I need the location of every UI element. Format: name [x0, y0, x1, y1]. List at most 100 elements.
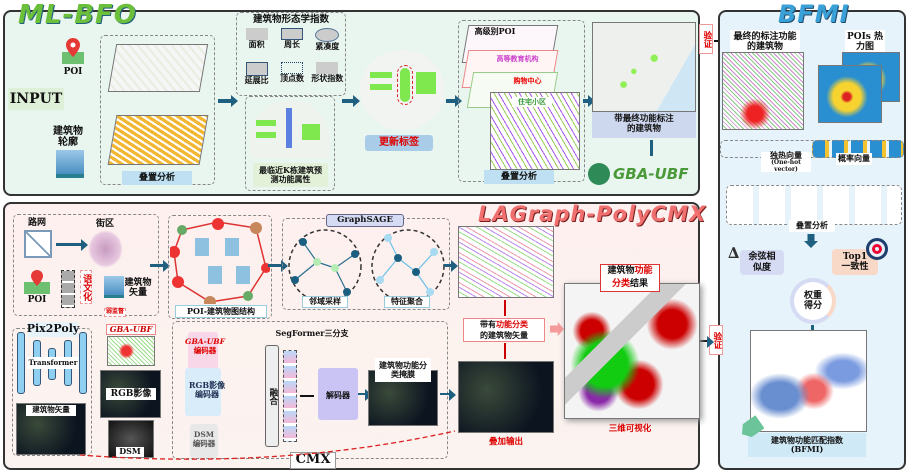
building-icon — [56, 150, 84, 178]
final-annotation-map — [722, 52, 804, 130]
building-icon — [104, 276, 124, 298]
morph-item: 形状指数 — [311, 62, 344, 94]
arrow — [300, 395, 314, 397]
morph-item: 延展比 — [240, 62, 273, 94]
arrow — [444, 260, 458, 272]
sampling-label: 邻域采样 — [302, 296, 348, 308]
morph-item: 顶点数 — [275, 62, 308, 94]
building-vector-label: 建筑物矢量 — [124, 277, 152, 298]
morph-title: 建筑物形态学指数 — [252, 13, 329, 25]
gba-ubf-image — [107, 336, 155, 366]
overlay-output-label: 叠加输出 — [488, 437, 523, 448]
overlay-label-2: 叠置分析 — [484, 170, 554, 184]
graph-structure-label: POI-建筑物图结构 — [175, 305, 267, 318]
update-circle-image — [360, 50, 445, 130]
poi-pin-icon — [62, 38, 84, 66]
bfmi-result-label: 建筑物功能匹配指数 (BFMI) — [748, 433, 866, 457]
arrow — [268, 260, 288, 272]
rgb-label: RGB影像 — [106, 388, 156, 400]
final-building-map — [592, 22, 696, 112]
overlay-label-1: 叠置分析 — [122, 171, 192, 185]
gba-ubf-input-label: GBA-UBF — [106, 324, 156, 335]
overlay-output-image — [458, 361, 554, 433]
feature-aggregation-diagram — [371, 229, 445, 303]
arrow — [342, 95, 360, 107]
poi-level-residential: 住宅小区 — [512, 97, 552, 107]
poi-label: POI — [63, 66, 83, 77]
cosine-similarity-label: 余弦相似度 — [740, 250, 784, 275]
gba-ubf-logo: GBA-UBF — [588, 160, 698, 188]
segformer-label: SegFormer三分支 — [275, 328, 349, 339]
ml-bfo-panel — [3, 10, 700, 196]
gba-encoder-block — [188, 332, 218, 372]
arrow-up-red — [504, 300, 506, 316]
decoder-block — [318, 368, 358, 420]
target-icon — [866, 238, 888, 260]
arrow — [440, 389, 456, 401]
verify-label-top: 验证 — [699, 24, 713, 54]
cmx-label: CMX — [290, 452, 336, 469]
morph-grid: 面积 周长 紧凑度 延展比 顶点数 形状指数 — [240, 28, 344, 94]
ml-bfo-title: ML-BFO — [18, 0, 137, 30]
semantic-label: 语文化 — [80, 270, 92, 304]
pix2poly-label: Pix2Poly — [26, 322, 80, 337]
3d-classification-map — [564, 283, 700, 419]
aggregation-label: 特征聚合 — [384, 296, 430, 308]
compass-icon: ∆ — [728, 244, 740, 262]
building-outline-label: 建筑物轮廓 — [53, 125, 83, 149]
arrow-down — [650, 140, 653, 156]
knn-image — [250, 100, 330, 158]
arrow — [218, 95, 238, 107]
block-label: 街区 — [95, 219, 114, 230]
overlay-label-bfmi: 叠置分析 — [789, 220, 835, 232]
weak-supervision-label: 弱监督 — [104, 308, 126, 317]
road-network-icon — [24, 230, 52, 258]
arrow-down-thick — [804, 234, 818, 248]
overlay-box-bfmi — [726, 185, 902, 225]
rgb-encoder-label: RGB影像编码器 — [188, 379, 226, 399]
poi-label-2: POI — [27, 295, 47, 306]
poi-pin-icon — [24, 270, 50, 294]
final-label: 最终的标注功能的建筑物 — [730, 30, 800, 54]
arrow — [56, 239, 88, 251]
poi-level-university: 高等教育机构 — [496, 53, 539, 63]
feature-stack — [283, 350, 297, 442]
arrow-down-red — [504, 343, 506, 359]
weighted-score: 权重得分 — [790, 278, 836, 324]
knn-box — [245, 96, 335, 191]
poi-level-high: 高级别POI — [474, 25, 516, 36]
classified-vector-label: 带有功能分类的建筑物矢量 — [463, 318, 545, 342]
arrow — [150, 260, 170, 272]
dsm-label: DSM — [116, 447, 144, 457]
update-label: 更新标签 — [365, 135, 433, 151]
morph-item: 紧凑度 — [311, 28, 344, 60]
poi-layer-image — [107, 44, 209, 92]
pink-arrow — [550, 322, 564, 336]
final-building-label: 带最终功能标注的建筑物 — [592, 112, 696, 138]
block-map-image — [88, 230, 123, 268]
morph-item: 周长 — [275, 28, 308, 60]
encoder-bar — [79, 332, 87, 394]
morph-item: 面积 — [240, 28, 273, 60]
onehot-label: 独热向量(One-hot vector) — [761, 150, 811, 172]
dsm-encoder-block — [190, 424, 218, 458]
prob-label: 概率向量 — [836, 153, 872, 165]
knn-label: 最临近K栋建筑预测功能属性 — [253, 163, 328, 187]
classified-map-image — [458, 226, 554, 298]
embedding-stack-icon — [61, 270, 75, 308]
arrow — [446, 95, 462, 107]
bfmi-title: BFMI — [778, 0, 850, 28]
graphsage-label: GraphSAGE — [326, 214, 404, 227]
pix-vector-label: 建筑物矢量 — [26, 405, 76, 416]
graph-box — [168, 215, 272, 319]
poi-level-mall: 购物中心 — [513, 75, 542, 85]
encoder-bar — [17, 332, 25, 394]
dashed-output-arrow — [80, 430, 456, 460]
arrow — [358, 389, 372, 401]
dsm-encoder-label: DSM编码器 — [192, 430, 216, 448]
arrow — [583, 95, 595, 107]
rgb-encoder-block — [185, 368, 221, 416]
neighborhood-sampling-diagram — [288, 229, 362, 303]
classification-result-label: 建筑物功能分类结果 — [600, 264, 660, 292]
